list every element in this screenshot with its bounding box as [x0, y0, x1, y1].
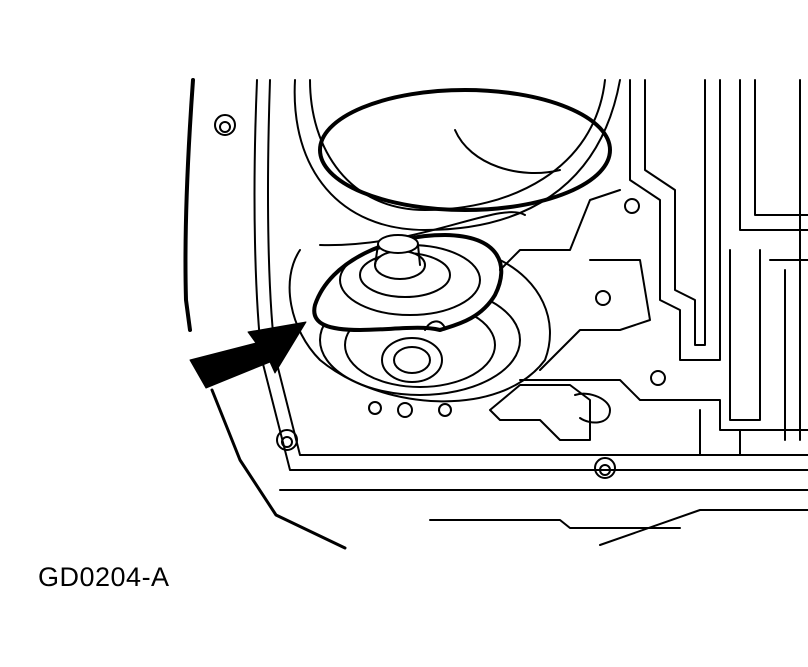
- large-bore: [293, 79, 621, 247]
- valve-passages: [489, 79, 808, 456]
- case-outer-edge: [183, 78, 195, 332]
- figure-label: GD0204-A: [38, 562, 170, 592]
- lower-detail-lines: [429, 509, 808, 546]
- arrow-pointing-up-right-icon: [189, 321, 307, 389]
- servo-cover: [312, 233, 504, 332]
- case-lower-edge: [210, 388, 347, 550]
- bolt-holes: [214, 114, 666, 479]
